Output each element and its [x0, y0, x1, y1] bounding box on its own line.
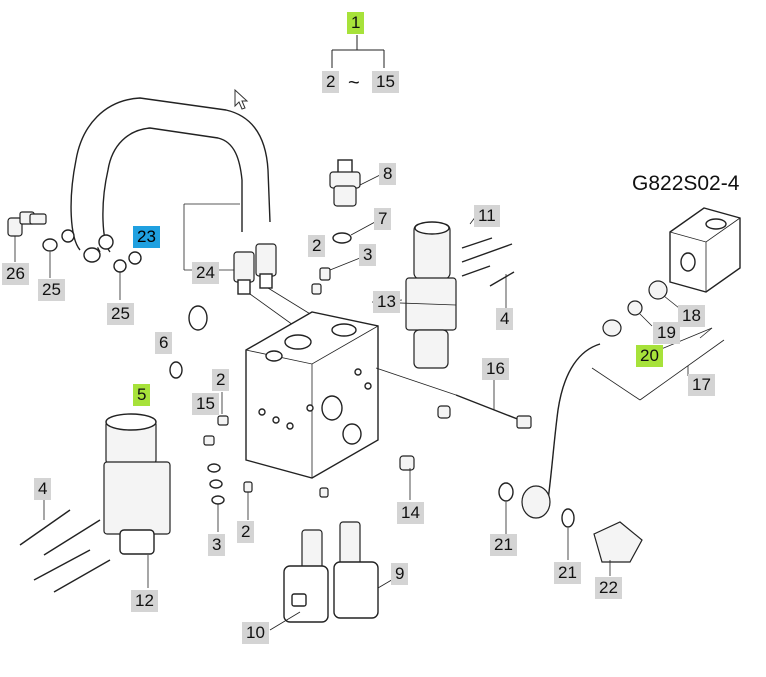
callout-3-bottom[interactable]: 3	[208, 534, 226, 556]
callout-25-right[interactable]: 25	[107, 303, 134, 325]
callout-18[interactable]: 18	[678, 305, 705, 327]
solenoid-valve-left	[19, 413, 171, 593]
callout-10[interactable]: 10	[242, 622, 269, 644]
spacer-bushing	[399, 405, 451, 500]
callout-21-left[interactable]: 21	[490, 534, 517, 556]
callout-15[interactable]: 15	[192, 393, 219, 415]
callout-4-right[interactable]: 4	[496, 308, 514, 330]
callout-3-top[interactable]: 3	[359, 244, 377, 266]
callout-2-top[interactable]: 2	[308, 235, 326, 257]
callout-2-bottom[interactable]: 2	[237, 521, 255, 543]
pressure-sensor	[329, 159, 381, 207]
callout-22[interactable]: 22	[595, 577, 622, 599]
callout-19[interactable]: 19	[653, 322, 680, 344]
long-bolt	[375, 367, 532, 429]
callout-7[interactable]: 7	[374, 208, 392, 230]
mouse-cursor-icon	[234, 88, 249, 110]
callout-20[interactable]: 20	[636, 345, 663, 367]
callout-9[interactable]: 9	[391, 563, 409, 585]
callout-4-left[interactable]: 4	[34, 478, 52, 500]
callout-2-range-start[interactable]: 2	[322, 71, 340, 93]
callout-14[interactable]: 14	[397, 502, 424, 524]
solenoid-valve-right	[371, 215, 515, 369]
callout-13[interactable]: 13	[373, 291, 400, 313]
range-bracket	[331, 35, 385, 68]
o-rings-left	[169, 305, 208, 379]
callout-24[interactable]: 24	[192, 262, 219, 284]
drawing-code: G822S02-4	[632, 172, 740, 195]
plugs-and-screws	[203, 392, 329, 532]
left-fittings	[7, 211, 142, 300]
callout-17[interactable]: 17	[688, 374, 715, 396]
callout-16[interactable]: 16	[482, 358, 509, 380]
callout-8[interactable]: 8	[379, 163, 397, 185]
callout-26[interactable]: 26	[2, 263, 29, 285]
callout-11[interactable]: 11	[474, 205, 500, 227]
small-seals	[311, 221, 376, 295]
right-fittings	[498, 207, 741, 576]
callout-1[interactable]: 1	[347, 12, 365, 34]
callout-5[interactable]: 5	[133, 384, 151, 406]
callout-15-range-end[interactable]: 15	[372, 71, 399, 93]
adapter-fittings	[233, 243, 321, 331]
manifold-block	[245, 299, 403, 479]
range-tilde: ~	[348, 72, 360, 94]
callout-6[interactable]: 6	[155, 332, 173, 354]
pipe-assembly	[70, 97, 271, 271]
callout-21-right[interactable]: 21	[554, 562, 581, 584]
callout-25-left[interactable]: 25	[38, 279, 65, 301]
callout-2-mid[interactable]: 2	[212, 369, 230, 391]
callout-23[interactable]: 23	[133, 226, 160, 248]
solenoid-coils	[269, 521, 396, 631]
callout-12[interactable]: 12	[131, 590, 158, 612]
